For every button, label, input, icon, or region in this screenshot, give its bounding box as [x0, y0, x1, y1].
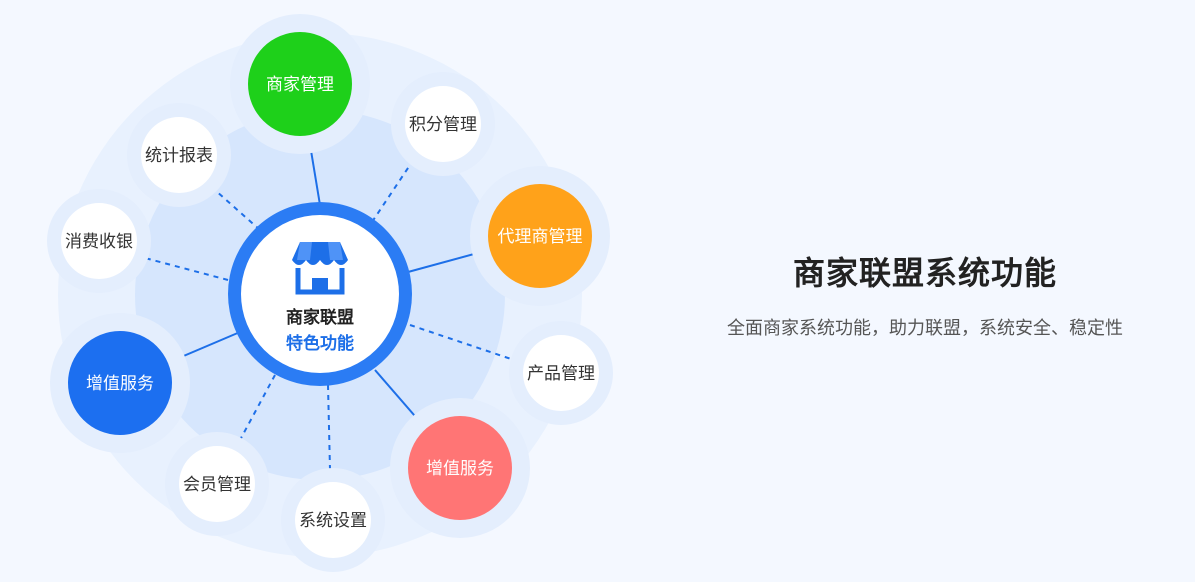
- node-consumption-cashier[interactable]: 消费收银: [47, 189, 151, 293]
- node-member-management[interactable]: 会员管理: [165, 432, 269, 536]
- node-points-management[interactable]: 积分管理: [391, 72, 495, 176]
- node-merchant-management[interactable]: 商家管理: [230, 14, 370, 154]
- node-label: 增值服务: [426, 459, 494, 479]
- connector-member-management: [239, 374, 276, 441]
- connector-consumption-cashier: [144, 257, 229, 281]
- node-system-settings[interactable]: 系统设置: [281, 468, 385, 572]
- center-title: 商家联盟: [286, 307, 354, 328]
- node-label: 消费收银: [65, 232, 133, 252]
- store-icon: [292, 242, 348, 295]
- node-agent-management[interactable]: 代理商管理: [470, 166, 610, 306]
- node-label: 商家管理: [266, 75, 334, 95]
- node-product-management[interactable]: 产品管理: [509, 321, 613, 425]
- node-label: 会员管理: [183, 475, 251, 495]
- connector-points-management: [371, 164, 411, 223]
- feature-diagram: 商家管理 积分管理 代理商管理 产品管理 增值服务 系统设置: [47, 14, 613, 572]
- node-label: 代理商管理: [498, 227, 583, 247]
- center-subtitle: 特色功能: [286, 333, 354, 354]
- node-label: 增值服务: [86, 374, 154, 394]
- node-label: 统计报表: [145, 146, 213, 166]
- connector-system-settings: [327, 384, 331, 471]
- node-label: 积分管理: [409, 115, 477, 135]
- node-label: 产品管理: [527, 364, 595, 384]
- right-panel: 商家联盟系统功能 全面商家系统功能，助力联盟，系统安全、稳定性: [690, 248, 1160, 340]
- nodes: 商家管理 积分管理 代理商管理 产品管理 增值服务 系统设置: [47, 14, 613, 572]
- section-title: 商家联盟系统功能: [792, 254, 1057, 292]
- node-label: 系统设置: [299, 511, 367, 531]
- node-value-added-service-red[interactable]: 增值服务: [390, 398, 530, 538]
- connector-statistics-report: [214, 189, 261, 231]
- node-statistics-report[interactable]: 统计报表: [127, 103, 231, 207]
- center-hub[interactable]: 商家联盟 特色功能: [228, 202, 412, 386]
- section-description: 全面商家系统功能，助力联盟，系统安全、稳定性: [727, 318, 1123, 339]
- node-value-added-service-blue[interactable]: 增值服务: [50, 313, 190, 453]
